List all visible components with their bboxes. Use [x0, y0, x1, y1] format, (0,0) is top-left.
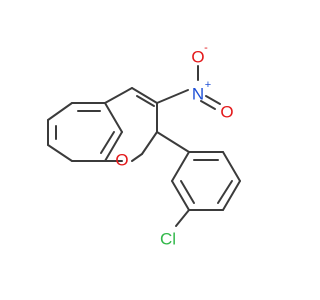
bond-c-n: [156, 89, 189, 104]
nitro-oxygen-right-label: O: [220, 102, 233, 121]
benzo-ring: [47, 102, 123, 162]
bond-r3: [222, 180, 241, 211]
nitro-group: [156, 65, 221, 110]
aromatic-inner-bond-2: [100, 131, 115, 154]
aromatic-inner-bond-6: [180, 180, 195, 204]
bond-p4: [141, 131, 158, 155]
bond-b1: [47, 102, 73, 121]
bond-b6: [47, 144, 73, 162]
nitrogen-charge-label: +: [205, 79, 211, 91]
bond-n-o-right-2: [200, 100, 216, 110]
bond-b4: [104, 131, 123, 162]
chlorophenyl-ring: [156, 131, 241, 227]
bond-c-cl: [175, 209, 190, 227]
nitro-oxygen-upper-label: O: [191, 47, 204, 66]
bond-p6: [131, 153, 143, 162]
bond-p2-double: [136, 95, 155, 107]
bond-r2: [222, 151, 241, 182]
bond-b3: [104, 102, 123, 133]
chemical-structure: N + O - O O Cl: [47, 42, 241, 248]
bond-r6: [171, 151, 190, 182]
bond-n-o-right-1: [205, 95, 221, 105]
nitrogen-label: N: [192, 84, 204, 103]
pyran-ring: [104, 87, 158, 162]
oxygen-charge-label: -: [204, 42, 208, 54]
molecule-diagram: N + O - O O Cl: [47, 41, 241, 249]
bond-p1: [104, 87, 133, 104]
chlorine-label: Cl: [160, 229, 176, 248]
aromatic-inner-bond-5: [217, 180, 233, 204]
bond-r5: [171, 180, 190, 211]
ring-oxygen-label: O: [115, 150, 128, 169]
bond-aryl-link: [156, 131, 190, 153]
bond-p2: [131, 87, 158, 104]
